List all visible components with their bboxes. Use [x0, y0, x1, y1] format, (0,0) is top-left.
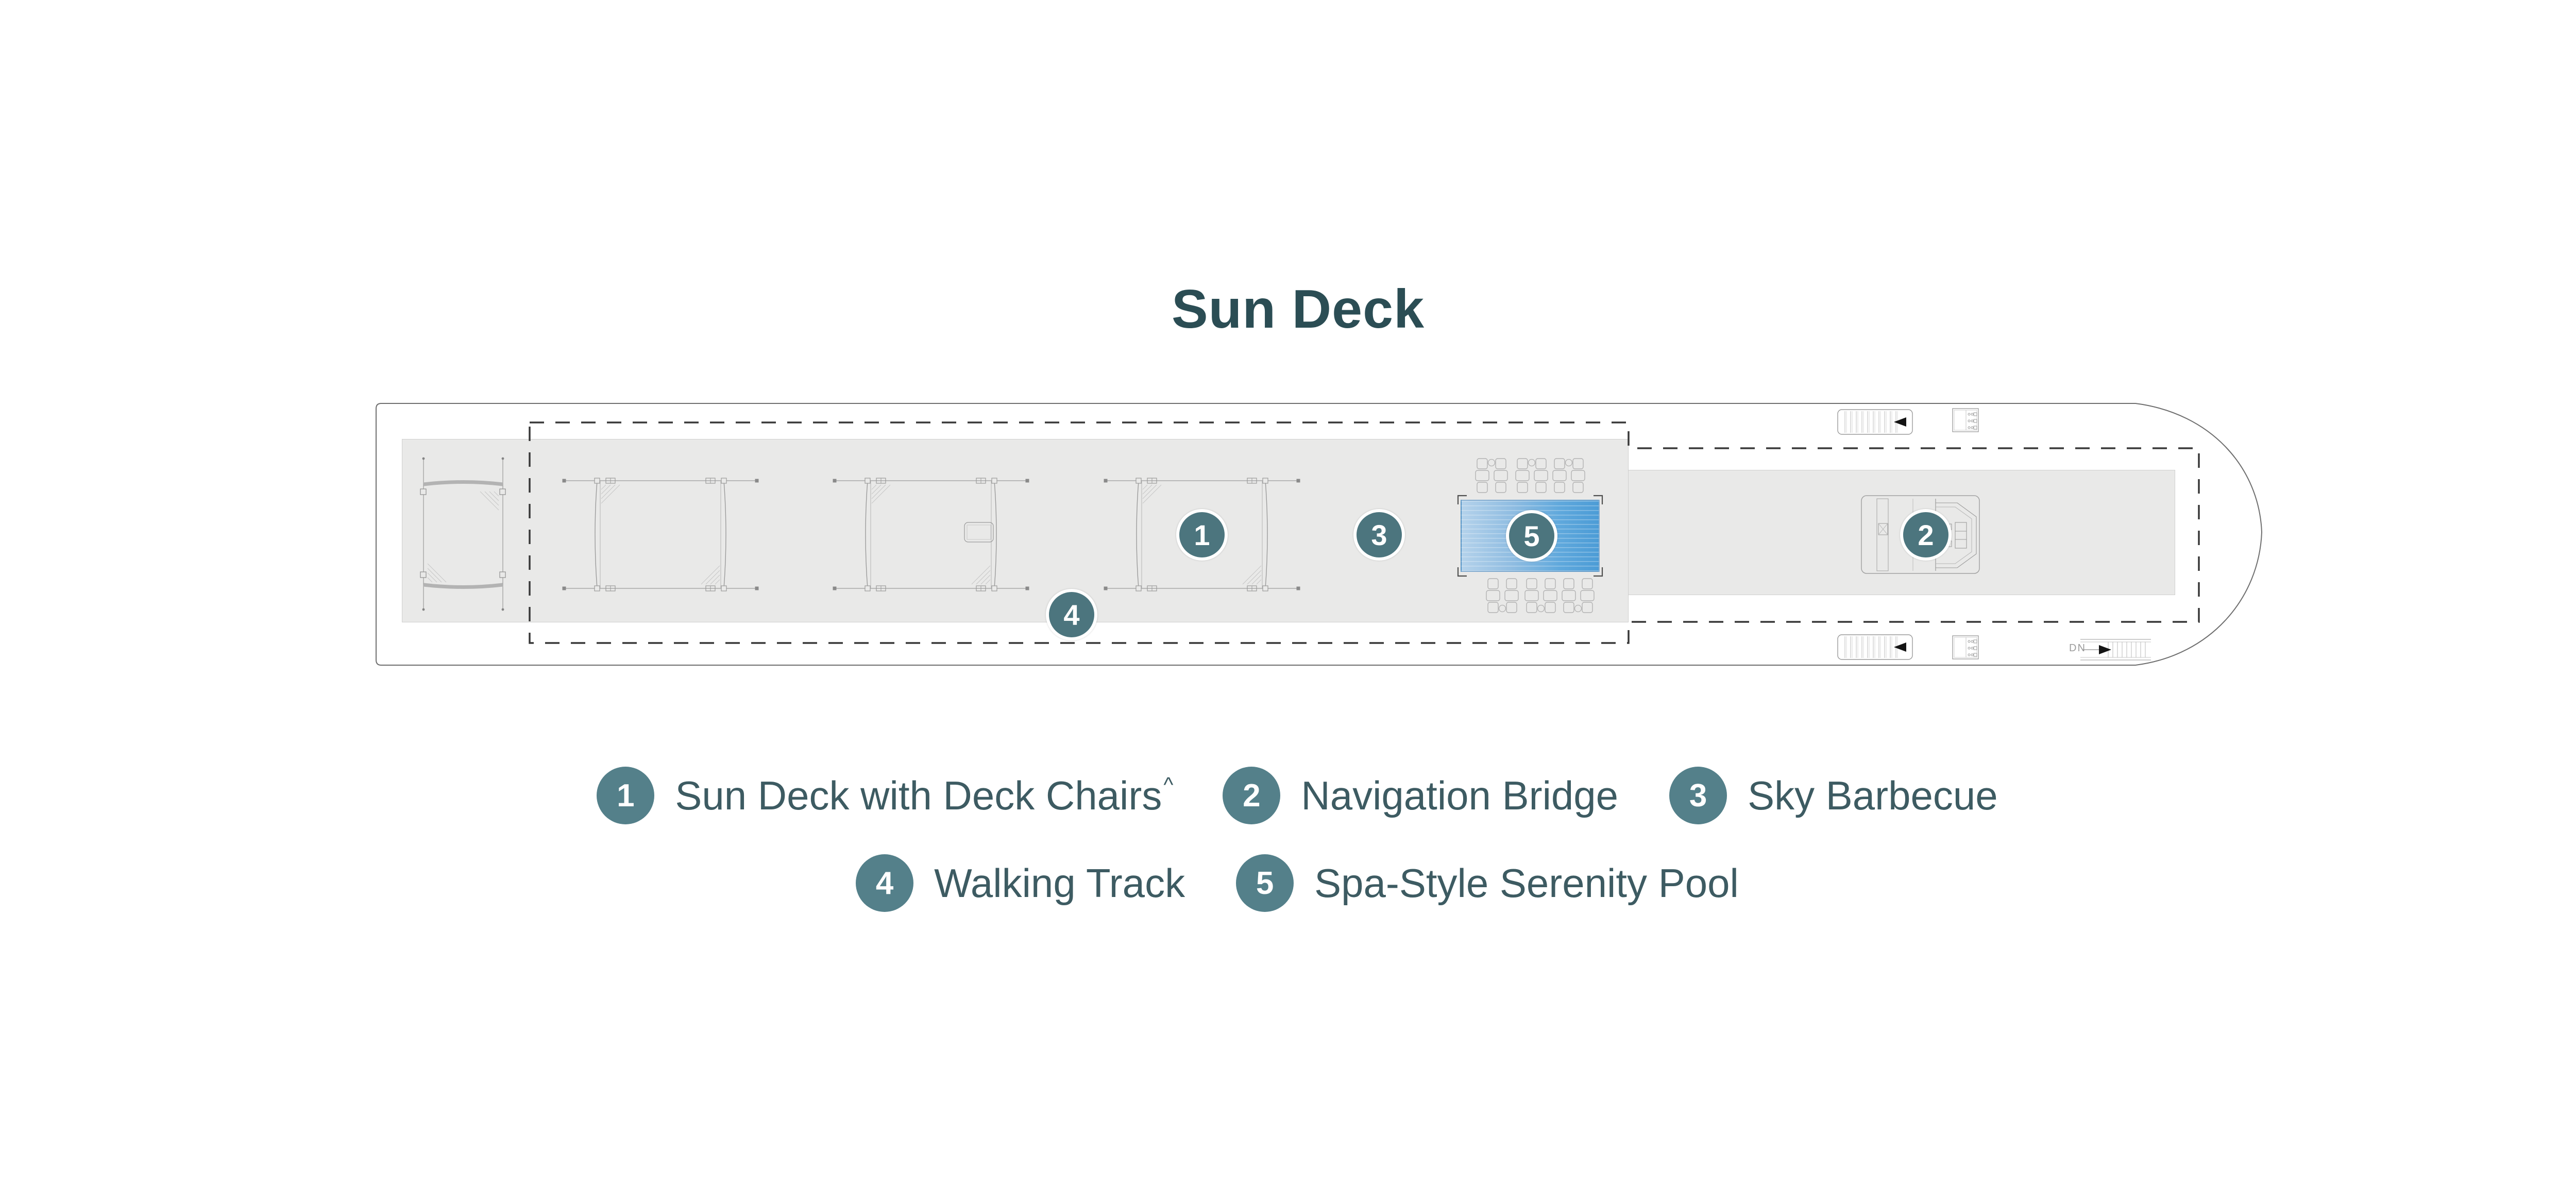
- map-marker-sun-deck: 1: [1176, 509, 1228, 561]
- stairs-down-label: DN: [2069, 642, 2086, 654]
- legend: 1 Sun Deck with Deck Chairs^ 2 Navigatio…: [0, 767, 2576, 912]
- legend-label-text: Walking Track: [934, 860, 1185, 906]
- legend-label-navigation-bridge: Navigation Bridge: [1301, 772, 1620, 819]
- legend-item-serenity-pool: 5 Spa-Style Serenity Pool: [1236, 854, 1740, 912]
- marker-number: 5: [1523, 519, 1540, 552]
- legend-item-sun-deck: 1 Sun Deck with Deck Chairs^: [597, 767, 1173, 824]
- marker-number: 4: [1063, 598, 1080, 631]
- marker-number: 3: [1371, 518, 1387, 551]
- legend-label-text: Navigation Bridge: [1301, 772, 1619, 818]
- legend-row-1: 1 Sun Deck with Deck Chairs^ 2 Navigatio…: [597, 767, 1999, 824]
- map-marker-sky-barbecue: 3: [1353, 509, 1405, 561]
- map-marker-navigation-bridge: 2: [1900, 509, 1952, 561]
- legend-label-serenity-pool: Spa-Style Serenity Pool: [1314, 860, 1740, 907]
- legend-item-walking-track: 4 Walking Track: [856, 854, 1187, 912]
- marker-number: 1: [1194, 518, 1210, 551]
- legend-label-sun-deck: Sun Deck with Deck Chairs^: [675, 772, 1173, 819]
- legend-badge-1: 1: [597, 767, 655, 824]
- legend-badge-3: 3: [1669, 767, 1727, 824]
- legend-label-walking-track: Walking Track: [934, 860, 1187, 907]
- map-marker-walking-track: 4: [1046, 589, 1097, 640]
- legend-item-sky-barbecue: 3 Sky Barbecue: [1669, 767, 1999, 824]
- map-marker-serenity-pool: 5: [1506, 510, 1557, 562]
- legend-label-sky-barbecue: Sky Barbecue: [1748, 772, 1999, 819]
- sun-deck-area: [402, 439, 1629, 622]
- legend-label-superscript: ^: [1163, 773, 1174, 797]
- legend-badge-4: 4: [856, 854, 914, 912]
- marker-number: 2: [1918, 518, 1934, 551]
- legend-label-text: Spa-Style Serenity Pool: [1314, 860, 1739, 906]
- legend-badge-2: 2: [1223, 767, 1281, 824]
- legend-label-text: Sky Barbecue: [1748, 772, 1998, 818]
- legend-label-text: Sun Deck with Deck Chairs: [675, 772, 1162, 818]
- legend-item-navigation-bridge: 2 Navigation Bridge: [1223, 767, 1620, 824]
- page-title: Sun Deck: [1171, 279, 1425, 340]
- legend-badge-5: 5: [1236, 854, 1294, 912]
- legend-row-2: 4 Walking Track 5 Spa-Style Serenity Poo…: [856, 854, 1740, 912]
